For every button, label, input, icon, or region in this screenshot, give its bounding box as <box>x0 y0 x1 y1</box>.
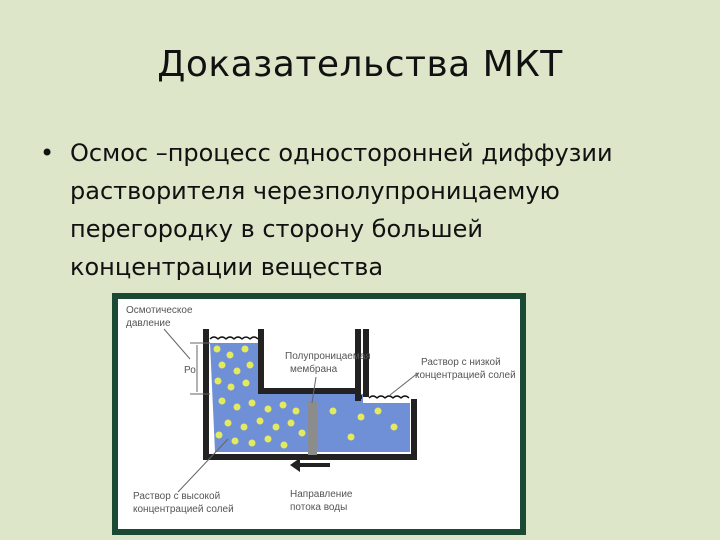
membrane-label-2: мембрана <box>290 363 338 375</box>
flow-arrow-icon <box>290 458 300 472</box>
flow-direction-label-1: Направление <box>290 489 353 500</box>
salt-particles <box>213 345 398 449</box>
bullet-block: • Осмос –процесс односторонней диффузии … <box>40 134 680 286</box>
osmotic-pressure-label-2: давление <box>126 318 171 329</box>
high-concentration-label-2: концентрацией солей <box>133 504 234 515</box>
po-label: Ро <box>184 365 196 376</box>
water-body <box>210 343 410 452</box>
membrane-label-1: Полупроницаемая <box>285 351 371 362</box>
osmotic-pressure-label-1: Осмотическое <box>126 305 193 316</box>
osmosis-diagram: Ро Осмотическое давление Полупроницаемая… <box>118 299 520 529</box>
high-concentration-label-1: Раствор с высокой <box>133 491 220 502</box>
bullet-text: Осмос –процесс односторонней диффузии ра… <box>70 139 613 281</box>
container-wall <box>203 329 417 460</box>
water-surface-left <box>209 336 259 340</box>
bullet-item: • Осмос –процесс односторонней диффузии … <box>40 134 680 286</box>
membrane <box>308 401 317 455</box>
flow-direction-label-2: потока воды <box>290 502 347 513</box>
low-concentration-label-2: концентрацией солей <box>415 370 516 381</box>
low-concentration-label-1: Раствор с низкой <box>421 357 501 368</box>
water-surface-right <box>368 395 410 399</box>
bullet-dot: • <box>40 139 55 167</box>
container-wall-inner <box>258 329 361 394</box>
osmosis-figure: Ро Осмотическое давление Полупроницаемая… <box>112 293 526 535</box>
slide-title: Доказательства МКТ <box>157 44 563 85</box>
